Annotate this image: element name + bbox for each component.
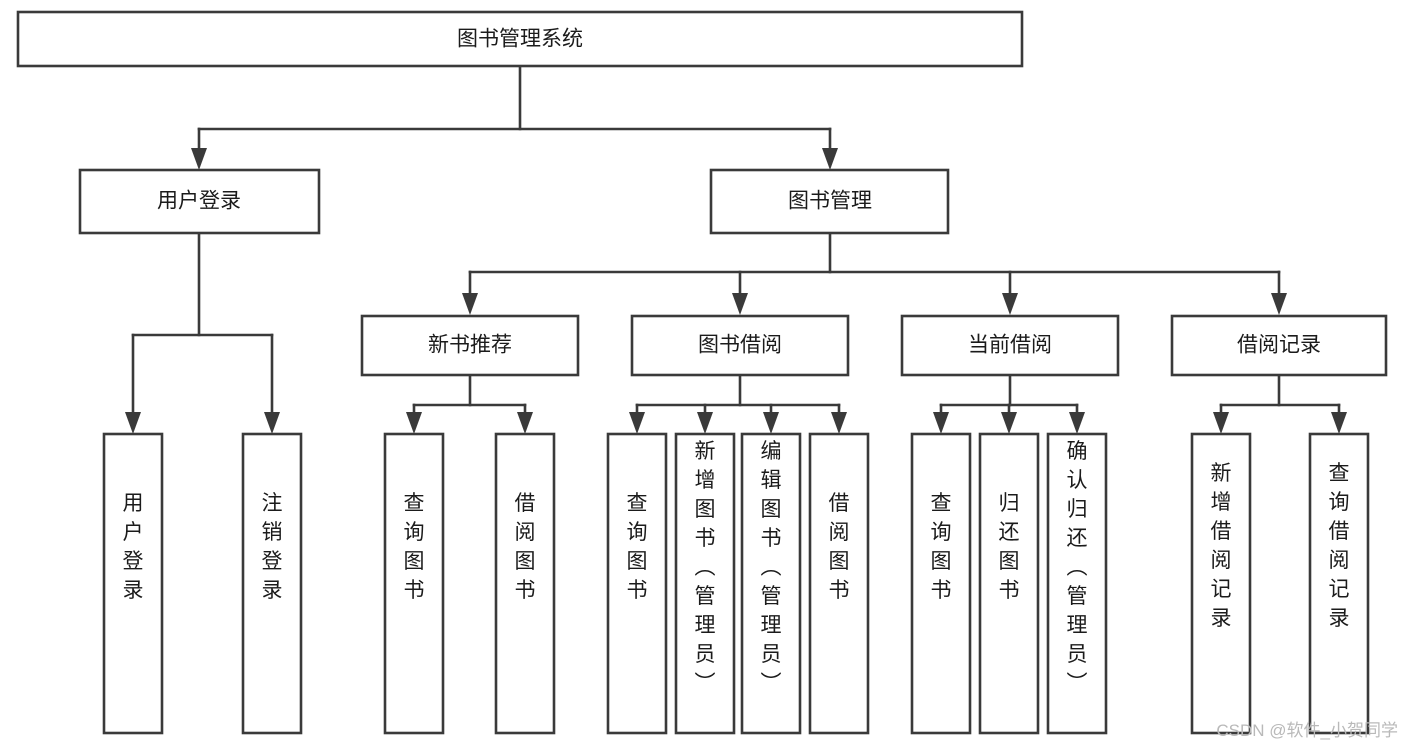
arrowhead-bb-leaf3 bbox=[763, 412, 779, 434]
arrowhead-bb-leaf4 bbox=[831, 412, 847, 434]
leaf-node-cb-confirm-return-label: 确认归还︵管理员︶ bbox=[1067, 440, 1088, 695]
arrowhead-cb-leaf2 bbox=[1001, 412, 1017, 434]
arrowhead-br-leaf2 bbox=[1331, 412, 1347, 434]
node-current-borrow[interactable]: 当前借阅 bbox=[900, 314, 1120, 377]
node-new-book-recommend-label: 新书推荐 bbox=[428, 334, 512, 357]
node-book-management-box[interactable] bbox=[709, 168, 950, 235]
arrowhead-nb-leaf2 bbox=[517, 412, 533, 434]
node-book-management[interactable]: 图书管理 bbox=[709, 168, 950, 235]
leaf-node-bb-query-book[interactable]: 查询图书 bbox=[606, 432, 668, 735]
leaf-node-br-query-record[interactable]: 查询借阅记录 bbox=[1308, 432, 1370, 735]
leaf-node-logout[interactable]: 注销登录 bbox=[241, 432, 303, 735]
leaf-node-cb-confirm-return-box[interactable] bbox=[1046, 432, 1108, 735]
leaf-node-bb-edit-book[interactable]: 编辑图书︵管理员︶ bbox=[740, 432, 802, 735]
leaf-node-br-query-record-box[interactable] bbox=[1308, 432, 1370, 735]
csdn-watermark: CSDN @软件_小贺同学 bbox=[1216, 721, 1398, 740]
arrowhead-user-login bbox=[191, 148, 207, 170]
leaf-node-cb-return-book-label: 归还图书 bbox=[999, 492, 1020, 602]
node-root-system[interactable]: 图书管理系统 bbox=[16, 10, 1024, 68]
arrowhead-book-manage bbox=[822, 148, 838, 170]
leaf-node-br-add-record-box[interactable] bbox=[1190, 432, 1252, 735]
arrowhead-book-borrow bbox=[732, 293, 748, 315]
connector-layer bbox=[125, 64, 1347, 434]
node-book-borrow[interactable]: 图书借阅 bbox=[630, 314, 850, 377]
leaf-node-bb-edit-book-box[interactable] bbox=[740, 432, 802, 735]
leaf-node-bb-query-book-label: 查询图书 bbox=[627, 492, 648, 602]
leaf-node-bb-add-book-label: 新增图书︵管理员︶ bbox=[695, 440, 716, 695]
node-current-borrow-box[interactable] bbox=[900, 314, 1120, 377]
leaf-node-cb-query-book-box[interactable] bbox=[910, 432, 972, 735]
leaf-node-user-login-action[interactable]: 用户登录 bbox=[102, 432, 164, 735]
leaf-node-nb-borrow-book-label: 借阅图书 bbox=[515, 492, 536, 602]
leaf-node-nb-borrow-book[interactable]: 借阅图书 bbox=[494, 432, 556, 735]
leaf-node-bb-add-book-box[interactable] bbox=[674, 432, 736, 735]
node-current-borrow-label: 当前借阅 bbox=[968, 334, 1052, 357]
leaf-node-user-login-action-label: 用户登录 bbox=[123, 492, 144, 602]
node-borrow-record[interactable]: 借阅记录 bbox=[1170, 314, 1388, 377]
node-user-login-label: 用户登录 bbox=[157, 190, 241, 213]
leaf-node-user-login-action-box[interactable] bbox=[102, 432, 164, 735]
leaf-node-logout-label: 注销登录 bbox=[262, 492, 283, 602]
arrowhead-br-leaf1 bbox=[1213, 412, 1229, 434]
arrowhead-nb-leaf1 bbox=[406, 412, 422, 434]
node-user-login-box[interactable] bbox=[78, 168, 321, 235]
leaf-node-bb-add-book[interactable]: 新增图书︵管理员︶ bbox=[674, 432, 736, 735]
leaf-node-cb-query-book[interactable]: 查询图书 bbox=[910, 432, 972, 735]
leaf-node-nb-query-book-label: 查询图书 bbox=[404, 492, 425, 602]
leaf-node-br-add-record-label: 新增借阅记录 bbox=[1211, 462, 1232, 630]
arrowhead-leaf-logout bbox=[264, 412, 280, 434]
node-new-book-recommend[interactable]: 新书推荐 bbox=[360, 314, 580, 377]
node-book-management-label: 图书管理 bbox=[788, 190, 872, 213]
arrowhead-borrow-record bbox=[1271, 293, 1287, 315]
arrowhead-bb-leaf1 bbox=[629, 412, 645, 434]
node-book-borrow-box[interactable] bbox=[630, 314, 850, 377]
node-borrow-record-box[interactable] bbox=[1170, 314, 1388, 377]
leaf-node-br-add-record[interactable]: 新增借阅记录 bbox=[1190, 432, 1252, 735]
arrowhead-cb-leaf1 bbox=[933, 412, 949, 434]
leaf-node-cb-confirm-return[interactable]: 确认归还︵管理员︶ bbox=[1046, 432, 1108, 735]
leaf-node-nb-borrow-book-box[interactable] bbox=[494, 432, 556, 735]
leaf-node-bb-borrow-book-label: 借阅图书 bbox=[829, 492, 850, 602]
leaf-node-br-query-record-label: 查询借阅记录 bbox=[1329, 462, 1350, 630]
leaf-node-nb-query-book[interactable]: 查询图书 bbox=[383, 432, 445, 735]
leaf-node-cb-query-book-label: 查询图书 bbox=[931, 492, 952, 602]
arrowhead-leaf-user-login bbox=[125, 412, 141, 434]
arrowhead-new-book bbox=[462, 293, 478, 315]
node-borrow-record-label: 借阅记录 bbox=[1237, 334, 1321, 357]
node-user-login[interactable]: 用户登录 bbox=[78, 168, 321, 235]
node-new-book-recommend-box[interactable] bbox=[360, 314, 580, 377]
leaf-node-bb-borrow-book[interactable]: 借阅图书 bbox=[808, 432, 870, 735]
leaf-node-cb-return-book[interactable]: 归还图书 bbox=[978, 432, 1040, 735]
leaf-node-logout-box[interactable] bbox=[241, 432, 303, 735]
arrowhead-current-borrow bbox=[1002, 293, 1018, 315]
leaf-node-cb-return-book-box[interactable] bbox=[978, 432, 1040, 735]
arrowhead-cb-leaf3 bbox=[1069, 412, 1085, 434]
leaf-node-bb-query-book-box[interactable] bbox=[606, 432, 668, 735]
leaf-node-bb-borrow-book-box[interactable] bbox=[808, 432, 870, 735]
arrowhead-bb-leaf2 bbox=[697, 412, 713, 434]
node-root-system-label: 图书管理系统 bbox=[457, 28, 583, 51]
node-book-borrow-label: 图书借阅 bbox=[698, 334, 782, 357]
leaf-node-bb-edit-book-label: 编辑图书︵管理员︶ bbox=[761, 440, 782, 695]
node-root-system-box[interactable] bbox=[16, 10, 1024, 68]
leaf-node-nb-query-book-box[interactable] bbox=[383, 432, 445, 735]
